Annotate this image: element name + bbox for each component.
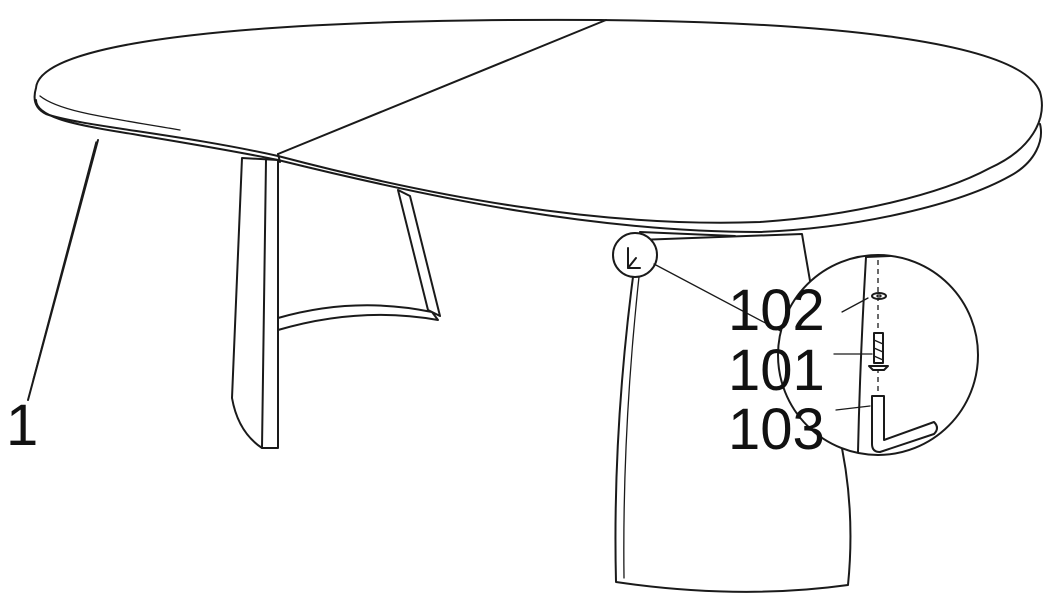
label-allen-key: 103: [728, 397, 825, 462]
rear-leg: [231, 157, 441, 449]
label-bolt: 101: [728, 338, 825, 403]
label-washer: 102: [728, 278, 825, 343]
front-left-leg: [27, 139, 99, 401]
bolt: [868, 332, 889, 371]
detail-indicator: [612, 232, 791, 337]
allen-key: [871, 395, 938, 453]
tabletop: [33, 18, 1043, 233]
label-tabletop: 1: [6, 393, 38, 458]
magnified-detail: [777, 254, 979, 456]
washer: [871, 292, 887, 300]
